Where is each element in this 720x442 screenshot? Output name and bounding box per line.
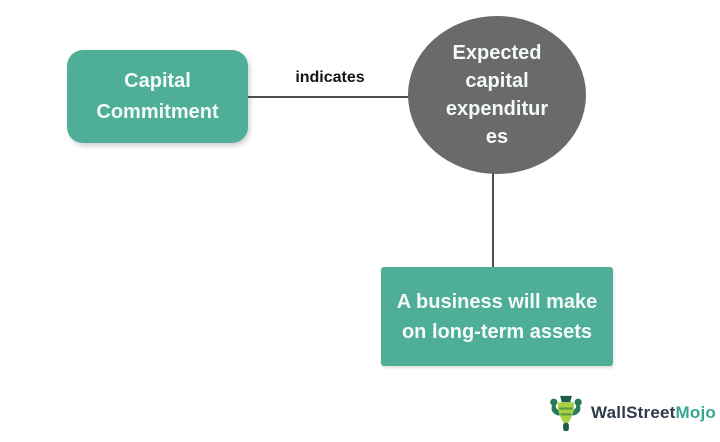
- business-long-term-assets-node: A business will make on long-term assets: [381, 267, 613, 366]
- capital-commitment-label-line1: Capital: [124, 69, 191, 92]
- vertical-connector-line: [492, 173, 494, 268]
- ellipse-label-line1: Expected: [452, 42, 542, 64]
- logo-text-secondary: Mojo: [675, 403, 716, 422]
- horizontal-connector-line: [248, 96, 409, 98]
- bull-mascot-icon: [548, 393, 584, 433]
- connector-label: indicates: [295, 69, 365, 86]
- business-label-line2: on long-term assets: [401, 320, 593, 343]
- ellipse-label-line4: es: [485, 126, 509, 148]
- wallstreetmojo-logo: WallStreetMojo: [548, 393, 716, 433]
- capital-commitment-label-line2: Commitment: [96, 100, 219, 123]
- ellipse-label-line2: capital: [465, 70, 529, 92]
- expected-capital-expenditures-node: Expected capital expenditur es: [408, 16, 586, 174]
- logo-wordmark: WallStreetMojo: [591, 403, 716, 423]
- capital-commitment-node: Capital Commitment: [67, 50, 248, 143]
- business-label-line1: A business will make: [396, 290, 598, 313]
- logo-text-primary: WallStreet: [591, 403, 676, 422]
- ellipse-label-line3: expenditur: [445, 98, 549, 120]
